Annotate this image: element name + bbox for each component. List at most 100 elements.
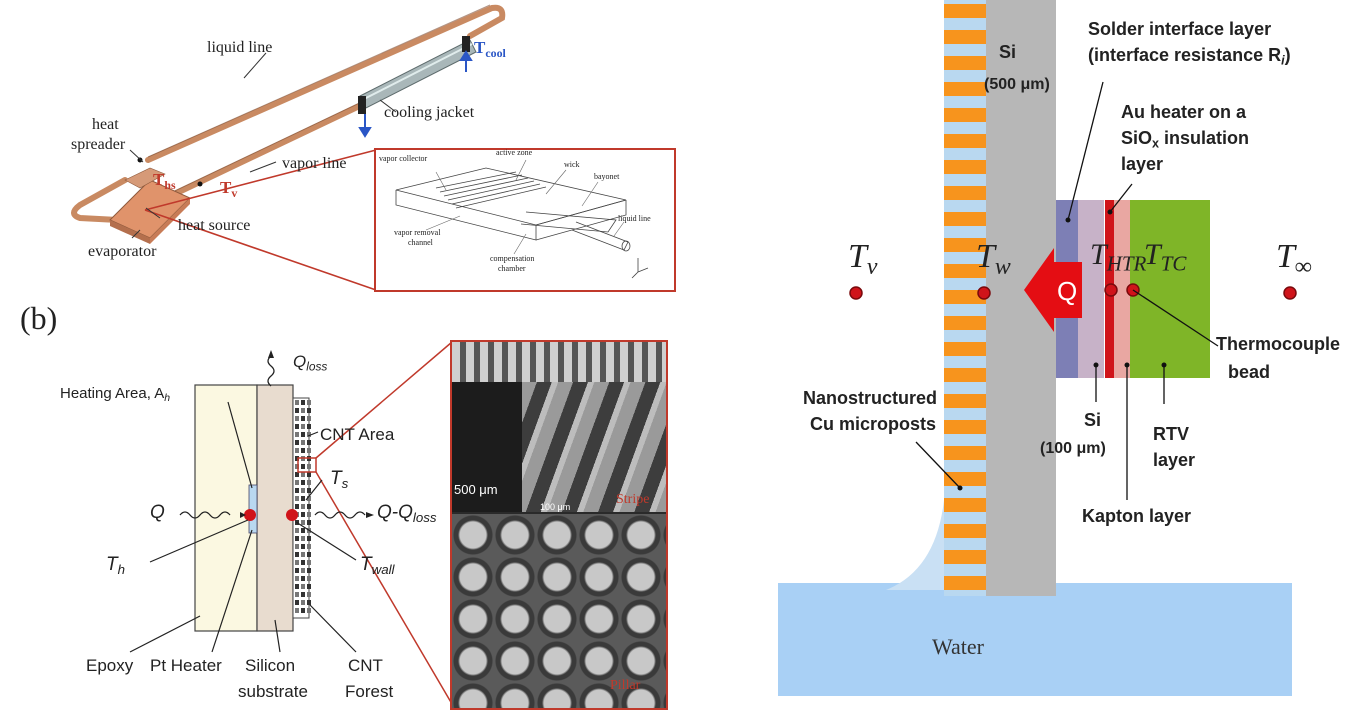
micropost — [944, 30, 986, 44]
sem-stripe-detail — [522, 382, 666, 512]
cnt-cell — [301, 544, 305, 549]
nano-label-2: Cu microposts — [810, 414, 937, 434]
rtv-label-1: RTV — [1153, 424, 1189, 444]
micropost — [944, 420, 986, 434]
tinf-label: T∞ — [1276, 238, 1312, 280]
heat-spreader-label-1: heat — [92, 116, 119, 133]
cnt-cell — [295, 416, 299, 421]
rtv-layer — [1130, 200, 1210, 378]
cnt-cell — [301, 432, 305, 437]
micropost — [944, 212, 986, 226]
q-minus-qloss-label: Q-Qloss — [377, 502, 437, 525]
cnt-cell — [295, 528, 299, 533]
cnt-cell — [307, 568, 311, 573]
cnt-cell — [295, 552, 299, 557]
cnt-cell — [301, 568, 305, 573]
q-arrow — [1024, 248, 1082, 332]
pt-heater-label: Pt Heater — [150, 656, 222, 675]
inset-callout-lines — [144, 149, 377, 291]
cnt-cell — [295, 400, 299, 405]
heating-area-label: Heating Area, Ah — [60, 385, 171, 404]
sem-scale-100: 100 μm — [540, 502, 571, 512]
cnt-cell — [301, 400, 305, 405]
au-heater-label-1: Au heater on a — [1121, 102, 1247, 122]
t-wall-label: Twall — [360, 554, 395, 577]
epoxy-layer — [194, 384, 258, 632]
cnt-cell — [301, 408, 305, 413]
inset-vapor-removal-2: channel — [408, 238, 433, 247]
cnt-cell — [307, 504, 311, 509]
micropost — [944, 524, 986, 538]
si-100-layer — [1078, 200, 1104, 378]
q-loss-label: Qloss — [293, 352, 328, 374]
micropost — [944, 394, 986, 408]
cnt-cell — [301, 584, 305, 589]
evaporator-inset-drawing — [395, 159, 649, 279]
cnt-cell — [295, 504, 299, 509]
cnt-cell — [307, 592, 311, 597]
cu-microposts — [944, 4, 986, 590]
cnt-area-label: CNT Area — [320, 425, 395, 444]
t-v-label: Tv — [220, 178, 238, 200]
micropost — [944, 550, 986, 564]
kapton-label: Kapton layer — [1082, 506, 1192, 526]
si-100-label: Si — [1084, 410, 1102, 430]
cnt-cell — [307, 560, 311, 565]
cnt-cell — [301, 576, 305, 581]
si-500-dim: (500 μm) — [984, 76, 1050, 93]
cnt-cell — [295, 408, 299, 413]
micropost — [944, 108, 986, 122]
inset-active-zone: active zone — [496, 148, 533, 157]
cnt-cell — [301, 600, 305, 605]
inset-compensation-1: compensation — [490, 254, 535, 263]
sem-image-panel: 500 μm 100 μm Stripe Pillar — [450, 340, 668, 710]
micropost — [944, 342, 986, 356]
cnt-cell — [301, 528, 305, 533]
heat-spreader-label-2: spreader — [71, 136, 126, 153]
panel-c-leaders — [915, 81, 1219, 500]
cooling-jacket-label: cooling jacket — [384, 104, 475, 121]
silicon-substrate — [256, 384, 294, 632]
th-marker — [244, 509, 256, 521]
tw-label: Tw — [976, 238, 1011, 280]
cnt-cell — [307, 432, 311, 437]
cnt-cell — [295, 480, 299, 485]
cnt-cell — [295, 584, 299, 589]
micropost — [944, 264, 986, 278]
cnt-cell — [307, 408, 311, 413]
micropost — [944, 368, 986, 382]
thtr-marker — [1104, 283, 1118, 297]
cnt-cell — [295, 464, 299, 469]
cnt-cell — [307, 488, 311, 493]
cnt-cell — [307, 520, 311, 525]
thtr-label: THTR — [1090, 238, 1147, 276]
solder-label-1: Solder interface layer — [1088, 19, 1272, 39]
micropost — [944, 290, 986, 304]
water-meniscus — [886, 500, 946, 590]
cnt-cell — [307, 552, 311, 557]
cnt-label-2: Forest — [345, 682, 394, 701]
cooling-jacket — [358, 36, 477, 114]
inset-bayonet: bayonet — [594, 172, 620, 181]
cnt-cell — [301, 512, 305, 517]
liquid-line-label: liquid line — [207, 39, 273, 56]
inset-vapor-collector: vapor collector — [379, 154, 428, 163]
cnt-cell — [301, 536, 305, 541]
cnt-label-1: CNT — [348, 656, 383, 675]
cnt-cell — [307, 416, 311, 421]
cnt-cell — [295, 432, 299, 437]
cnt-cell — [301, 504, 305, 509]
cnt-cell — [301, 592, 305, 597]
cnt-cell — [307, 512, 311, 517]
cnt-cell — [295, 536, 299, 541]
tinf-marker — [1283, 286, 1297, 300]
cnt-cell — [295, 448, 299, 453]
cnt-cell — [295, 600, 299, 605]
sem-pillar-label: Pillar — [610, 678, 641, 693]
micropost — [944, 498, 986, 512]
cnt-cell — [301, 520, 305, 525]
inset-liquid-line: liquid line — [618, 214, 651, 223]
cnt-cell — [295, 440, 299, 445]
micropost — [944, 472, 986, 486]
sem-pillar-array — [452, 514, 666, 708]
